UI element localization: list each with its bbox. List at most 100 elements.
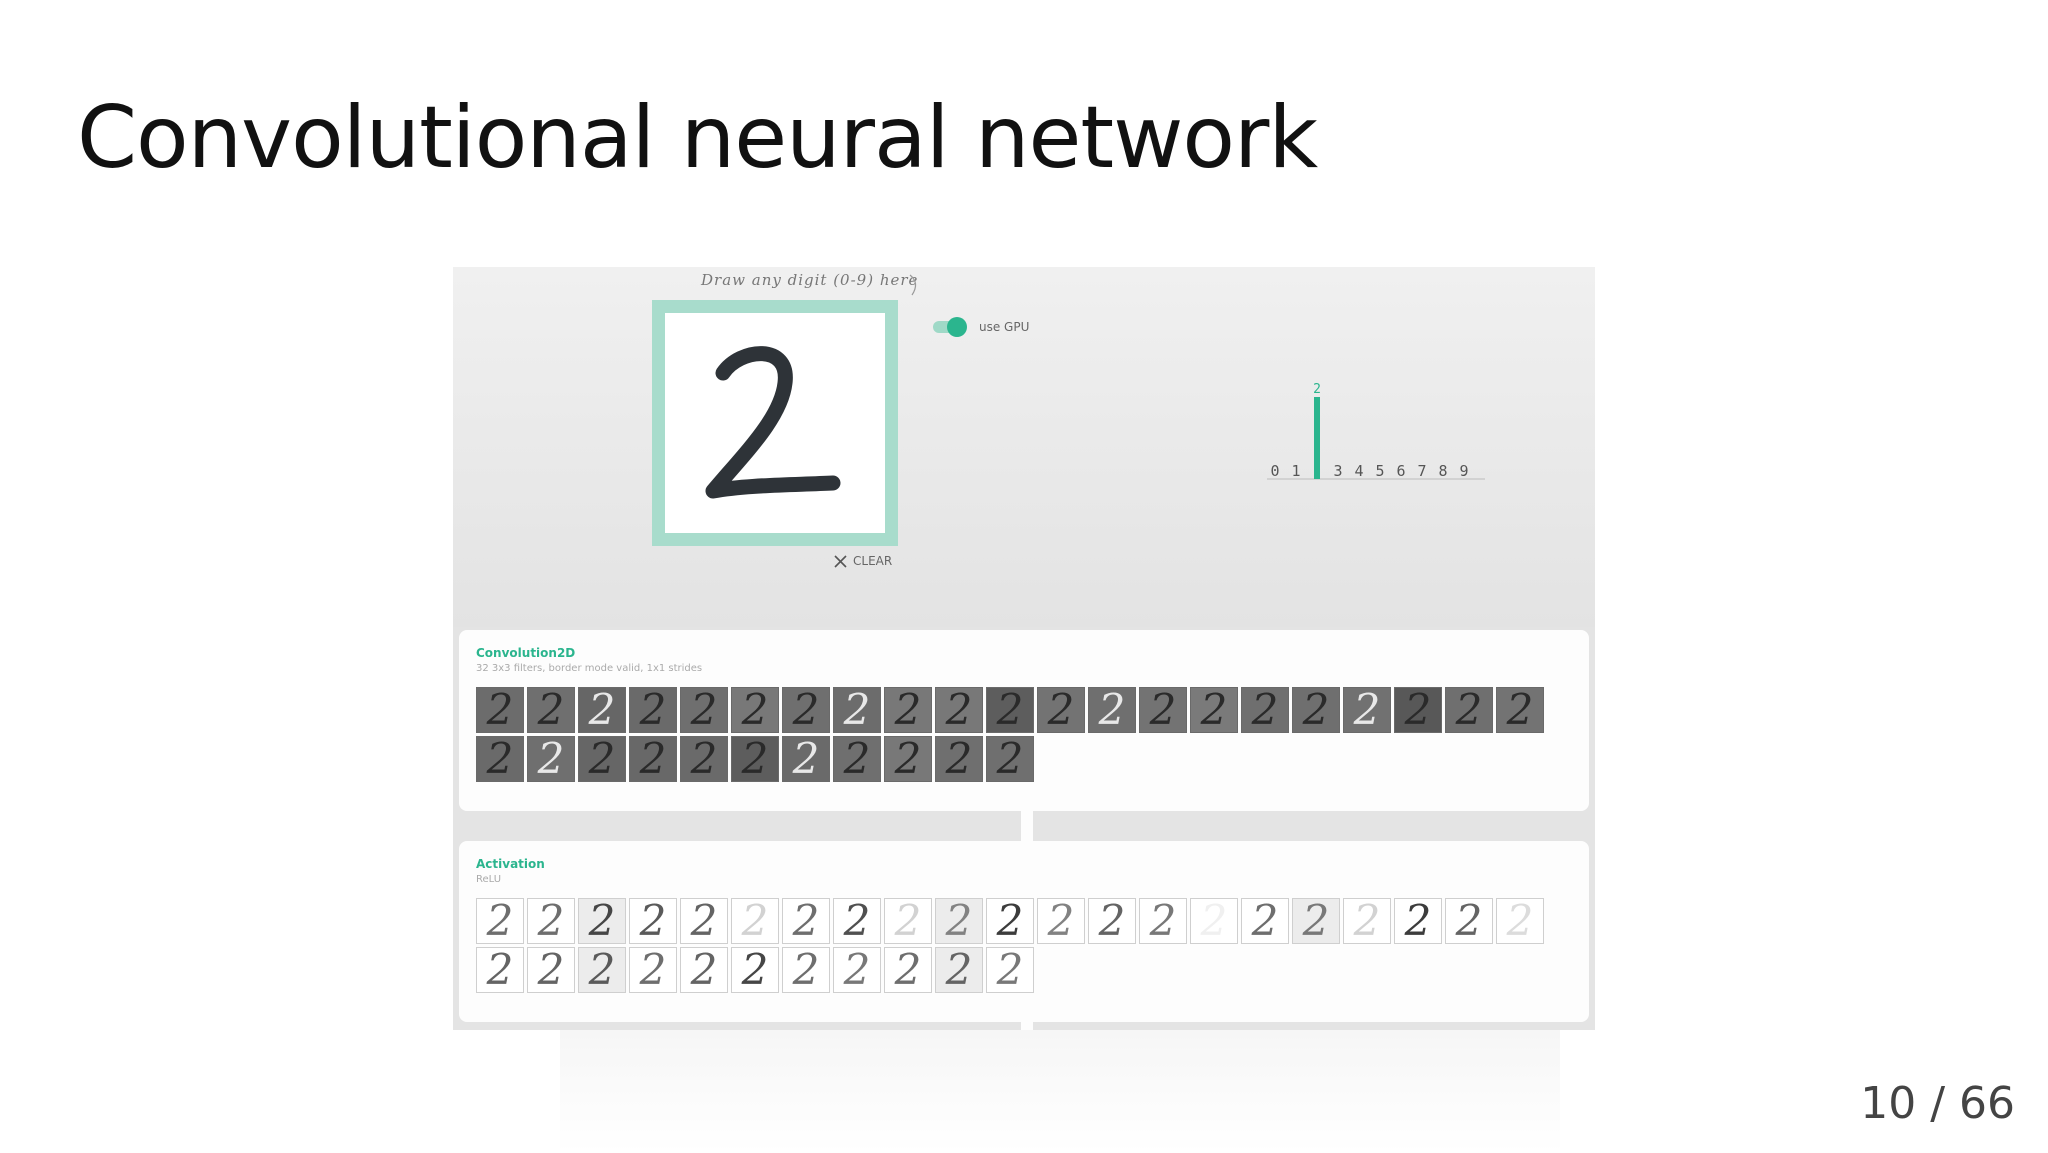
bottom-shadow: [560, 1030, 1560, 1153]
feature-map-thumbnail: 2: [1292, 687, 1340, 733]
feature-map-thumbnail: 2: [935, 736, 983, 782]
demo-input-area: [453, 267, 1595, 627]
feature-map-thumbnail: 2: [1139, 898, 1187, 944]
prediction-top-label: 2: [1313, 382, 1321, 397]
feature-map-thumbnail: 2: [1037, 898, 1085, 944]
feature-map-thumbnail: 2: [1037, 687, 1085, 733]
feature-map-thumbnail: 2: [833, 687, 881, 733]
feature-map-thumbnail: 2: [578, 736, 626, 782]
feature-map-thumbnail: 2: [578, 687, 626, 733]
feature-map-thumbnail: 2: [884, 947, 932, 993]
layer-description: 32 3x3 filters, border mode valid, 1x1 s…: [476, 663, 703, 674]
feature-map-thumbnail: 2: [731, 947, 779, 993]
layer-name: Activation: [476, 857, 545, 871]
feature-map-thumbnail: 2: [629, 736, 677, 782]
feature-map-thumbnail: 2: [935, 947, 983, 993]
feature-map-thumbnail: 2: [476, 947, 524, 993]
prediction-digit-label-7: 7: [1417, 462, 1426, 480]
feature-map-thumbnail: 2: [1292, 898, 1340, 944]
feature-map-thumbnail: 2: [884, 736, 932, 782]
feature-map-thumbnail: 2: [578, 947, 626, 993]
draw-hint: Draw any digit (0-9) here: [701, 271, 919, 289]
page-number: 10 / 66: [1860, 1078, 2015, 1129]
feature-map-thumbnail: 2: [578, 898, 626, 944]
feature-map-thumbnail: 2: [782, 736, 830, 782]
feature-map-thumbnail: 2: [1394, 687, 1442, 733]
gpu-label: use GPU: [979, 320, 1030, 334]
drawn-digit: [705, 346, 841, 499]
feature-map-thumbnail: 2: [1088, 898, 1136, 944]
close-icon: [834, 554, 847, 568]
feature-map-thumbnail: 2: [1139, 687, 1187, 733]
feature-map-thumbnail: 2: [1088, 687, 1136, 733]
feature-map-thumbnail: 2: [629, 898, 677, 944]
clear-button[interactable]: CLEAR: [834, 554, 892, 568]
feature-map-thumbnail: 2: [1445, 898, 1493, 944]
layer-name: Convolution2D: [476, 646, 576, 660]
feature-map-thumbnail: 2: [782, 898, 830, 944]
feature-map-thumbnail: 2: [527, 736, 575, 782]
feature-map-thumbnail: 2: [1241, 898, 1289, 944]
slide-title: Convolutional neural network: [77, 88, 1318, 188]
feature-map-thumbnail: 2: [680, 947, 728, 993]
feature-map-thumbnail: 2: [782, 947, 830, 993]
feature-map-thumbnail: 2: [527, 898, 575, 944]
feature-map-thumbnail: 2: [884, 687, 932, 733]
curved-arrow-icon: [909, 274, 917, 296]
feature-map-thumbnail: 2: [527, 687, 575, 733]
prediction-digit-label-0: 0: [1270, 462, 1279, 480]
feature-map-thumbnail: 2: [833, 898, 881, 944]
feature-map-thumbnail: 2: [935, 898, 983, 944]
feature-map-thumbnail: 2: [833, 736, 881, 782]
feature-map-thumbnail: 2: [680, 736, 728, 782]
prediction-digit-label-9: 9: [1459, 462, 1468, 480]
layer-panel-convolution: Convolution2D 32 3x3 filters, border mod…: [459, 630, 1589, 811]
toggle-switch[interactable]: [933, 317, 967, 337]
feature-map-thumbnail: 2: [1241, 687, 1289, 733]
prediction-digit-label-1: 1: [1291, 462, 1300, 480]
feature-map-thumbnail: 2: [629, 947, 677, 993]
feature-map-thumbnail: 2: [731, 687, 779, 733]
feature-map-thumbnail: 2: [476, 898, 524, 944]
demo-screenshot: Draw any digit (0-9) here CLEAR use GPU …: [453, 267, 1595, 1030]
feature-map-thumbnail: 2: [680, 687, 728, 733]
feature-map-thumbnail: 2: [476, 736, 524, 782]
feature-map-thumbnail: 2: [1190, 898, 1238, 944]
feature-map-thumbnail: 2: [1394, 898, 1442, 944]
feature-map-thumbnail: 2: [1190, 687, 1238, 733]
feature-map-thumbnail: 2: [935, 687, 983, 733]
panel-connector: [1021, 811, 1033, 841]
feature-map-thumbnail: 2: [1496, 898, 1544, 944]
feature-map-thumbnail: 2: [884, 898, 932, 944]
feature-map-thumbnail: 2: [782, 687, 830, 733]
drawing-canvas[interactable]: [665, 313, 885, 533]
feature-map-thumbnail: 2: [833, 947, 881, 993]
prediction-digit-label-3: 3: [1333, 462, 1342, 480]
feature-map-thumbnail: 2: [986, 947, 1034, 993]
feature-map-thumbnail: 2: [680, 898, 728, 944]
prediction-digit-label-8: 8: [1438, 462, 1447, 480]
feature-map-thumbnail: 2: [731, 898, 779, 944]
feature-map-thumbnail: 2: [1343, 898, 1391, 944]
feature-map-thumbnail: 2: [527, 947, 575, 993]
feature-map-thumbnail: 2: [986, 687, 1034, 733]
feature-map-thumbnail: 2: [476, 687, 524, 733]
prediction-digit-label-6: 6: [1396, 462, 1405, 480]
toggle-knob: [947, 317, 967, 337]
layer-description: ReLU: [476, 874, 502, 885]
prediction-digit-label-4: 4: [1354, 462, 1363, 480]
gpu-toggle[interactable]: use GPU: [933, 317, 1030, 337]
drawing-canvas-frame: [652, 300, 898, 546]
clear-label: CLEAR: [853, 554, 893, 568]
feature-map-thumbnail: 2: [986, 898, 1034, 944]
feature-map-thumbnail: 2: [1343, 687, 1391, 733]
feature-map-thumbnail: 2: [1496, 687, 1544, 733]
prediction-bar-2: [1314, 397, 1320, 479]
feature-map-thumbnail: 2: [731, 736, 779, 782]
feature-map-thumbnail: 2: [629, 687, 677, 733]
feature-map-thumbnail: 2: [986, 736, 1034, 782]
